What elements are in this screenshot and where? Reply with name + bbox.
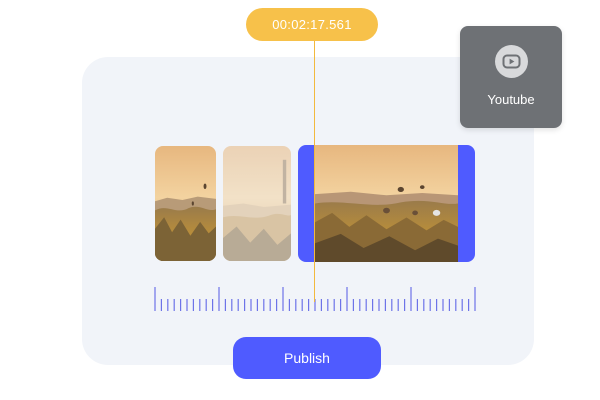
timeline-clip-2[interactable] bbox=[223, 146, 291, 261]
clip-thumbnail bbox=[223, 146, 291, 261]
timeline-clip-1[interactable] bbox=[155, 146, 216, 261]
timeline-ruler[interactable] bbox=[154, 283, 478, 313]
clip-thumbnail bbox=[155, 146, 216, 261]
publish-button[interactable]: Publish bbox=[233, 337, 381, 379]
youtube-play-icon bbox=[495, 45, 528, 78]
share-target-card[interactable]: Youtube bbox=[460, 26, 562, 128]
playhead-timecode[interactable]: 00:02:17.561 bbox=[246, 8, 378, 41]
playhead-line[interactable] bbox=[314, 40, 315, 302]
clip-thumbnail bbox=[315, 145, 458, 262]
timeline-clip-3-selected[interactable] bbox=[298, 145, 475, 262]
clip-thumbnail-frame bbox=[315, 145, 458, 262]
share-target-label: Youtube bbox=[487, 92, 535, 107]
ruler-ticks bbox=[154, 287, 476, 311]
